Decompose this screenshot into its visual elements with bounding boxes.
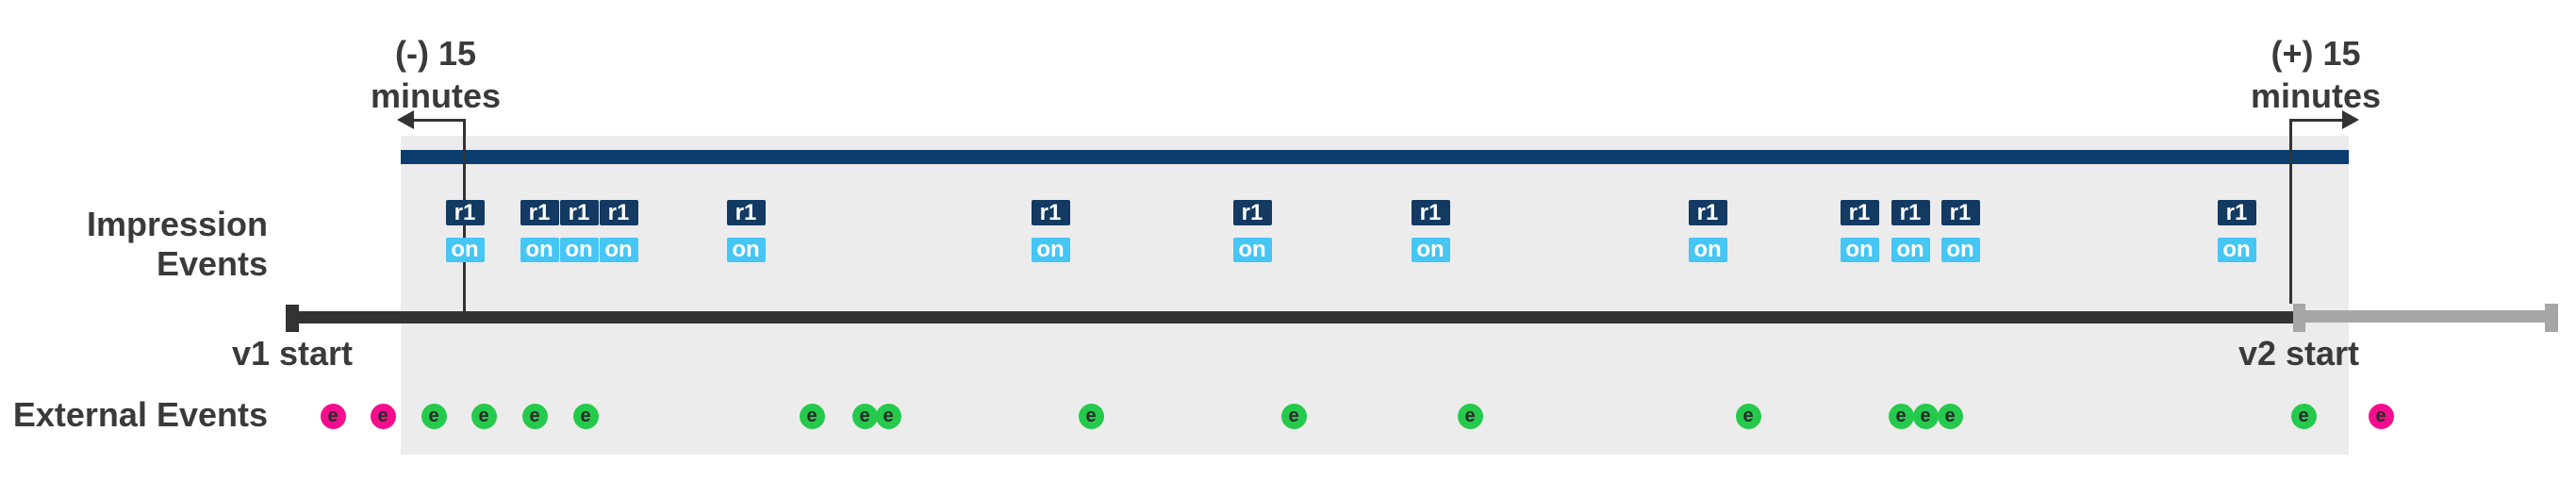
impression-badge: r1	[1840, 200, 1879, 225]
minus-15-arrow-shaft	[413, 119, 466, 122]
impression-events-label: Impression Events	[86, 205, 268, 283]
impression-badge: r1	[2217, 200, 2256, 225]
external-event-dot: e	[1937, 404, 1963, 429]
v1-start-label: v1 start	[231, 334, 354, 373]
impression-event: r1 on	[445, 200, 485, 262]
v2-timeline-bar	[2301, 310, 2551, 323]
external-events-label: External Events	[12, 395, 268, 434]
external-event-dot: e	[421, 404, 447, 429]
impression-status-badge: on	[1891, 238, 1930, 262]
v1-timeline-bar	[292, 311, 2293, 323]
impression-badge: r1	[445, 200, 485, 225]
external-event-dot: e	[851, 404, 878, 429]
impression-badge: r1	[599, 200, 638, 225]
external-event-dot: e	[2290, 404, 2317, 429]
impression-badge: r1	[726, 200, 766, 225]
impression-status-badge: on	[2217, 238, 2256, 262]
right-arrow-icon	[2342, 110, 2359, 129]
external-event-dot: e	[1457, 404, 1483, 429]
impression-status-badge: on	[1031, 238, 1070, 262]
external-event-dot: e	[1888, 404, 1914, 429]
plus-15-line1: (+) 15	[2271, 34, 2361, 73]
impression-badge: r1	[1891, 200, 1930, 225]
external-event-dot: e	[370, 404, 396, 429]
external-event-dot: e	[1735, 404, 1761, 429]
impression-badge: r1	[1232, 200, 1272, 225]
minus-15-minutes-label: (-) 15 minutes	[294, 32, 577, 117]
v2-start-label: v2 start	[2237, 334, 2360, 373]
external-event-dot: e	[572, 404, 599, 429]
external-event-dot: e	[471, 404, 497, 429]
impression-event: r1 on	[559, 200, 599, 262]
impression-badge: r1	[1940, 200, 1980, 225]
external-event-dot: e	[1280, 404, 1307, 429]
external-event-dot: e	[799, 404, 825, 429]
external-event-dot: e	[2368, 404, 2394, 429]
impression-status-badge: on	[445, 238, 485, 262]
impression-event: r1 on	[1688, 200, 1727, 262]
impression-event: r1 on	[2217, 200, 2256, 262]
external-event-dot: e	[1078, 404, 1104, 429]
external-event-dot: e	[875, 404, 901, 429]
analysis-window-panel	[401, 136, 2349, 455]
plus-15-line2: minutes	[2250, 76, 2382, 115]
impression-event: r1 on	[520, 200, 559, 262]
impression-badge: r1	[520, 200, 559, 225]
impression-event: r1 on	[1840, 200, 1879, 262]
plus-15-guide-line	[2289, 119, 2292, 304]
impression-status-badge: on	[1840, 238, 1879, 262]
impression-status-badge: on	[599, 238, 638, 262]
minus-15-line1: (-) 15	[394, 34, 476, 73]
left-arrow-icon	[397, 110, 414, 129]
impression-badge: r1	[559, 200, 599, 225]
impression-event: r1 on	[1031, 200, 1070, 262]
campaign-flight-bar	[401, 150, 2349, 164]
impression-event: r1 on	[726, 200, 766, 262]
impression-event: r1 on	[1891, 200, 1930, 262]
impression-event: r1 on	[1940, 200, 1980, 262]
impression-badge: r1	[1411, 200, 1450, 225]
v1-start-cap	[286, 305, 299, 332]
plus-15-minutes-label: (+) 15 minutes	[2174, 32, 2457, 117]
impression-status-badge: on	[1411, 238, 1450, 262]
impression-status-badge: on	[726, 238, 766, 262]
impression-badge: r1	[1031, 200, 1070, 225]
external-event-dot: e	[1912, 404, 1939, 429]
impression-status-badge: on	[1232, 238, 1272, 262]
impression-event: r1 on	[1411, 200, 1450, 262]
impression-badge: r1	[1688, 200, 1727, 225]
v2-start-cap	[2293, 304, 2305, 332]
v2-timeline-end-cap	[2545, 304, 2558, 332]
impression-status-badge: on	[559, 238, 599, 262]
impression-status-badge: on	[520, 238, 559, 262]
impression-event: r1 on	[599, 200, 638, 262]
external-event-dot: e	[320, 404, 346, 429]
minus-15-line2: minutes	[370, 76, 502, 115]
impression-status-badge: on	[1688, 238, 1727, 262]
plus-15-arrow-shaft	[2289, 119, 2344, 122]
impression-status-badge: on	[1940, 238, 1980, 262]
external-event-dot: e	[521, 404, 548, 429]
impression-event: r1 on	[1232, 200, 1272, 262]
